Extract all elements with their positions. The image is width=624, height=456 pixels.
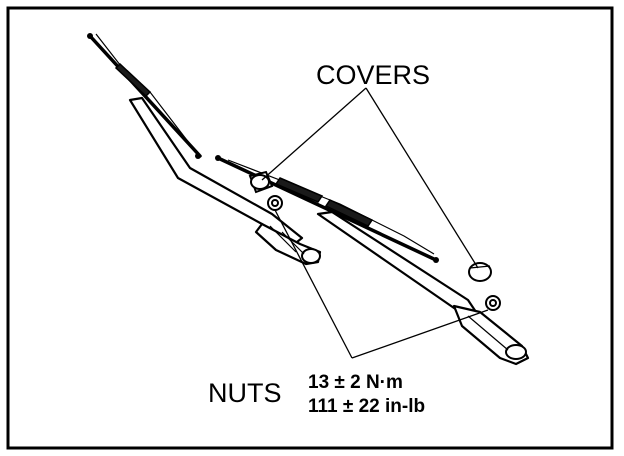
right-wiper-arm xyxy=(316,210,530,366)
left-wiper-blade xyxy=(87,33,202,159)
cover-right xyxy=(468,262,492,282)
covers-label: COVERS xyxy=(316,60,430,90)
nuts-label: NUTS xyxy=(208,378,282,408)
torque-nm-label: 13 ± 2 N·m xyxy=(308,372,403,393)
torque-inlb-label: 111 ± 22 in-lb xyxy=(308,396,425,417)
left-wiper-arm xyxy=(128,96,322,266)
covers-leader-lines xyxy=(261,87,479,269)
cover-left xyxy=(248,170,274,194)
nut-left xyxy=(267,195,283,211)
nut-right xyxy=(485,295,501,311)
right-wiper-blade xyxy=(215,155,439,263)
nuts-leader-lines xyxy=(274,209,489,359)
diagram-frame xyxy=(6,6,614,450)
